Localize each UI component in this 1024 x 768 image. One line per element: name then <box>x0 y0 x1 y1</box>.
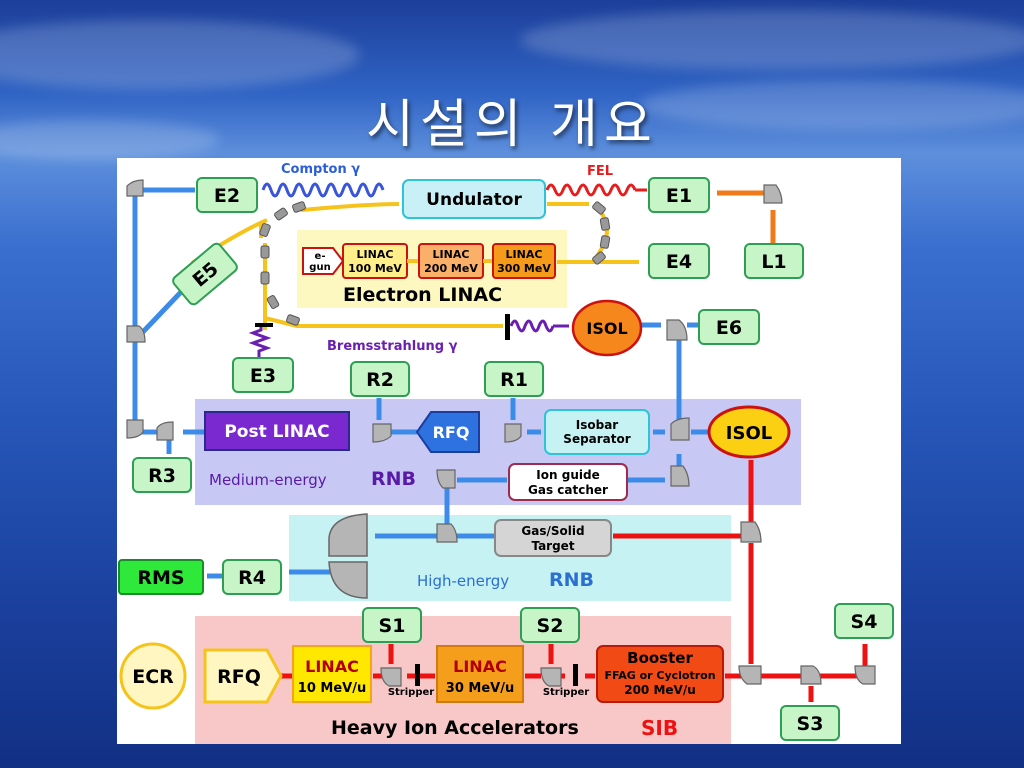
linac-10-label-1: LINAC <box>305 657 359 676</box>
isol-upper-label: ISOL <box>586 319 627 338</box>
station-s3[interactable]: S3 <box>780 705 840 741</box>
svg-text:E6: E6 <box>716 317 742 339</box>
brems-label: Bremsstrahlung γ <box>327 339 458 354</box>
post-linac-box[interactable] <box>204 411 350 451</box>
linac-30-label-1: LINAC <box>453 657 507 676</box>
heavy-ion-label: Heavy Ion Accelerators <box>331 717 579 739</box>
rfq-heavy-label: RFQ <box>217 666 261 688</box>
isol-lower-label: ISOL <box>726 423 772 444</box>
rfq-medium-box[interactable] <box>415 411 480 453</box>
station-r2[interactable]: R2 <box>350 361 410 397</box>
medium-rnb-label: RNB <box>371 468 416 490</box>
station-r3[interactable]: R3 <box>132 457 192 493</box>
svg-text:E4: E4 <box>666 251 692 273</box>
rfq-medium-label: RFQ <box>433 423 470 442</box>
stripper-2-label: Stripper <box>543 687 589 698</box>
svg-text:E1: E1 <box>666 185 692 207</box>
linac-30-box[interactable] <box>436 645 524 703</box>
electron-linac-label: Electron LINAC <box>343 284 502 306</box>
isobar-separator-box[interactable] <box>544 409 650 455</box>
linac-10-box[interactable] <box>292 645 372 703</box>
target-box[interactable] <box>494 519 612 557</box>
linac-30-label-2: 30 MeV/u <box>446 681 514 696</box>
linac-300-label-1: LINAC <box>506 248 543 261</box>
station-e5[interactable]: E5 <box>171 242 239 307</box>
svg-text:S1: S1 <box>379 615 406 637</box>
station-l1[interactable]: L1 <box>744 243 804 279</box>
booster-label-3: 200 MeV/u <box>624 683 696 697</box>
slide-title: 시설의 개요 <box>366 95 658 155</box>
rfq-heavy-box[interactable] <box>203 648 283 704</box>
svg-text:R3: R3 <box>148 465 176 487</box>
isol-upper[interactable] <box>571 299 643 357</box>
svg-text:E3: E3 <box>250 365 276 387</box>
booster-box[interactable] <box>596 645 724 703</box>
booster-label-1: Booster <box>627 649 693 667</box>
svg-text:L1: L1 <box>761 251 786 273</box>
ecr-source[interactable] <box>119 642 187 710</box>
station-e2[interactable]: E2 <box>196 177 258 213</box>
svg-text:S2: S2 <box>537 615 564 637</box>
egun-label-1: e- <box>315 251 326 262</box>
linac-100-label-2: 100 MeV <box>348 262 402 275</box>
booster-label-2: FFAG or Cyclotron <box>604 669 715 682</box>
station-s4[interactable]: S4 <box>834 603 894 639</box>
linac-10-label-2: 10 MeV/u <box>298 681 366 696</box>
svg-text:RMS: RMS <box>137 567 184 589</box>
medium-energy-label: Medium-energy <box>209 471 327 489</box>
ion-guide-label-2: Gas catcher <box>528 483 608 497</box>
isobar-label-1: Isobar <box>576 418 619 432</box>
undulator-label: Undulator <box>426 190 522 210</box>
high-energy-label: High-energy <box>417 572 509 590</box>
target-label-1: Gas/Solid <box>521 524 584 538</box>
station-e6[interactable]: E6 <box>698 309 760 345</box>
station-e3[interactable]: E3 <box>232 357 294 393</box>
linac-100-label-1: LINAC <box>357 248 394 261</box>
ecr-label: ECR <box>132 666 174 688</box>
svg-text:S4: S4 <box>851 611 878 633</box>
linac-200-label-2: 200 MeV <box>424 262 478 275</box>
undulator-box[interactable] <box>402 179 546 219</box>
station-e1[interactable]: E1 <box>648 177 710 213</box>
egun-shape[interactable] <box>302 247 345 275</box>
ion-guide-box[interactable] <box>508 463 628 501</box>
egun-label-2: gun <box>309 262 330 273</box>
svg-text:R2: R2 <box>366 369 394 391</box>
linac-200-label-1: LINAC <box>433 248 470 261</box>
isol-lower[interactable] <box>707 405 791 459</box>
station-s2[interactable]: S2 <box>520 607 580 643</box>
svg-text:E2: E2 <box>214 185 240 207</box>
brems-wiggle <box>509 319 555 333</box>
sib-label: SIB <box>641 716 678 740</box>
stripper-1-label: Stripper <box>388 687 434 698</box>
e3-spring <box>248 326 272 357</box>
diagram-panel: Electron LINAC Medium-energy RNB High-en… <box>117 158 901 744</box>
fel-wiggle <box>545 183 637 197</box>
svg-text:S3: S3 <box>797 713 824 735</box>
station-e4[interactable]: E4 <box>648 243 710 279</box>
station-r1[interactable]: R1 <box>484 361 544 397</box>
svg-text:R1: R1 <box>500 369 528 391</box>
ion-guide-label-1: Ion guide <box>536 468 599 482</box>
post-linac-label: Post LINAC <box>224 422 329 442</box>
station-r4[interactable]: R4 <box>222 559 282 595</box>
compton-label: Compton γ <box>281 162 360 177</box>
station-s1[interactable]: S1 <box>362 607 422 643</box>
linac-300-box[interactable] <box>492 243 556 279</box>
fel-label: FEL <box>587 164 613 179</box>
svg-text:R4: R4 <box>238 567 266 589</box>
station-rms[interactable]: RMS <box>118 559 204 595</box>
target-label-2: Target <box>531 539 574 553</box>
compton-wiggle <box>261 182 385 198</box>
isobar-label-2: Separator <box>563 432 630 446</box>
linac-300-label-2: 300 MeV <box>497 262 551 275</box>
high-rnb-label: RNB <box>549 569 594 591</box>
